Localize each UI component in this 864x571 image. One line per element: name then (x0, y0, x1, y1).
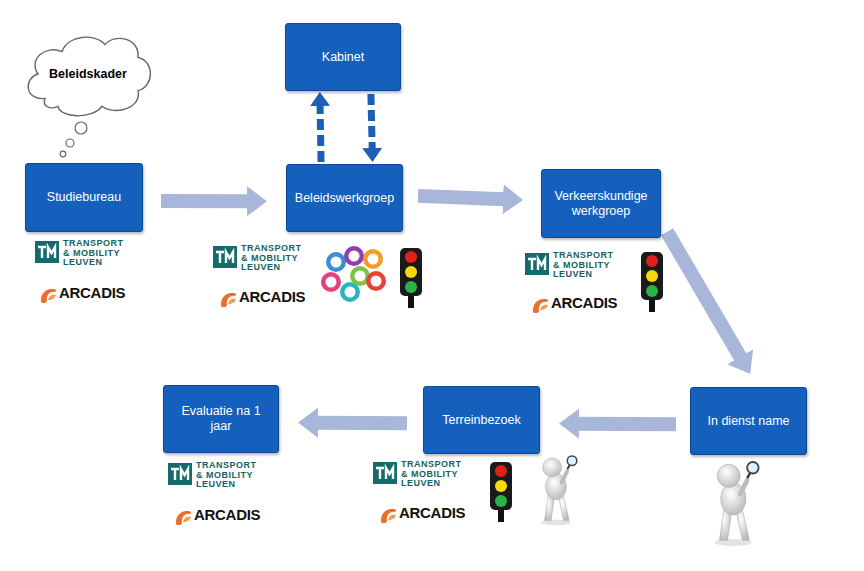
node-text: In dienst name (708, 414, 790, 429)
flow-arrow (418, 196, 504, 199)
thought-bubbles (60, 122, 87, 157)
logo-text: ARCADIS (551, 294, 617, 311)
process-box: Verkeerskundige werkgroep (541, 169, 661, 238)
dashed-arrow (371, 94, 372, 149)
logo-text: ARCADIS (59, 284, 125, 301)
logo-text: TRANSPORT & MOBILITY LEUVEN (241, 244, 307, 273)
logo-text: TRANSPORT & MOBILITY LEUVEN (401, 460, 467, 489)
process-box: Kabinet (285, 23, 401, 91)
node-text: Beleidskader (49, 67, 127, 81)
cloud-shape (28, 37, 150, 116)
logo-text: ARCADIS (399, 504, 465, 521)
process-box: Studiebureau (25, 163, 143, 232)
process-box: Terreinbezoek (423, 386, 540, 454)
logo-text: TRANSPORT & MOBILITY LEUVEN (196, 461, 262, 490)
dashed-arrow (320, 105, 321, 162)
flow-arrow (317, 416, 407, 431)
node-text: Evaluatie na 1 jaar (172, 404, 270, 434)
inspector-figures (541, 456, 759, 546)
process-box: Beleidswerkgroep (286, 164, 403, 232)
connector-layer (161, 94, 741, 424)
thought-cloud: Beleidskader (20, 30, 156, 118)
flow-arrow (578, 417, 676, 432)
node-text: Kabinet (322, 50, 364, 65)
node-text: Verkeerskundige werkgroep (550, 189, 652, 219)
logo-text: ARCADIS (239, 288, 305, 305)
node-text: Beleidswerkgroep (295, 191, 394, 206)
traffic-lights (400, 248, 663, 522)
flow-arrow (161, 194, 248, 208)
logo-icons (35, 241, 549, 525)
process-box: Evaluatie na 1 jaar (163, 385, 279, 453)
mobility-pins (321, 246, 386, 302)
process-box: In dienst name (690, 387, 807, 455)
node-text: Studiebureau (47, 190, 121, 205)
logo-text: TRANSPORT & MOBILITY LEUVEN (63, 239, 129, 268)
node-text: Terreinbezoek (442, 413, 521, 428)
logo-text: ARCADIS (194, 506, 260, 523)
logo-text: TRANSPORT & MOBILITY LEUVEN (553, 251, 619, 280)
flow-arrow (667, 232, 741, 358)
